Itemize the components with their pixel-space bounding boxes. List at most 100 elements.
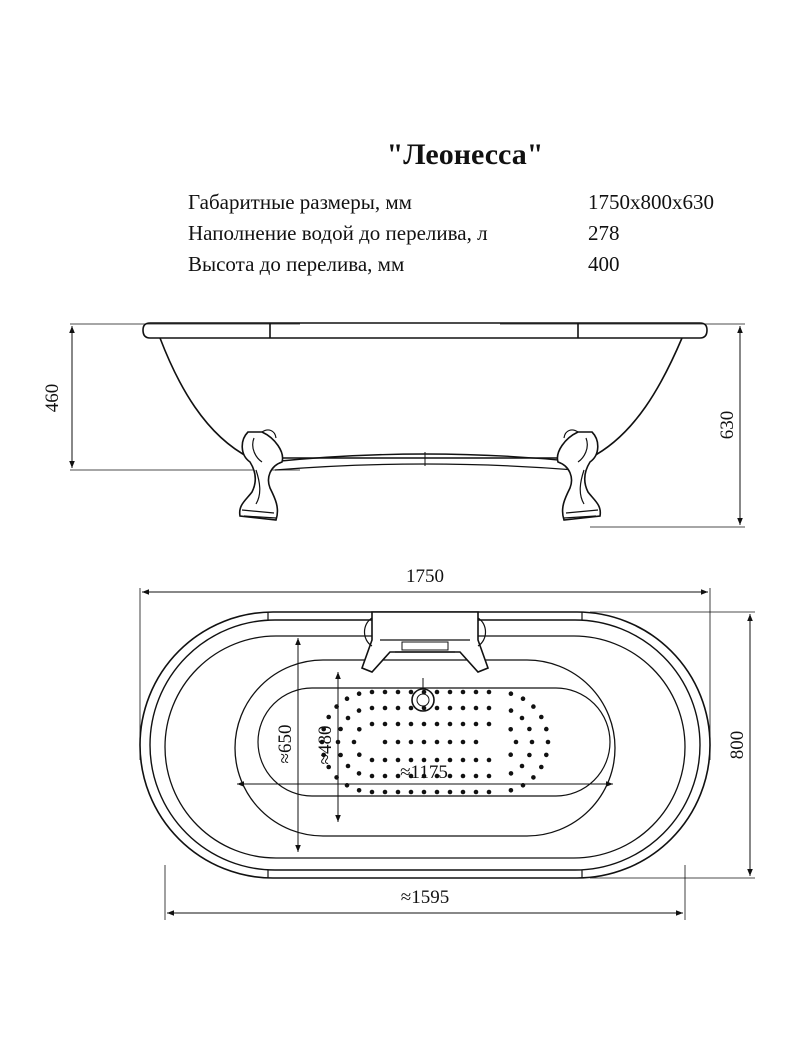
air-jet-dot: [334, 704, 339, 709]
air-jet-dot: [356, 708, 362, 713]
air-jet-dot: [408, 789, 414, 795]
air-jet-dot: [434, 689, 440, 695]
air-jet-dot: [321, 752, 327, 758]
air-jet-dot: [338, 726, 343, 732]
air-jet-dot: [508, 691, 514, 696]
air-jet-dot: [545, 739, 551, 745]
air-jet-dot: [460, 705, 466, 711]
air-jet-dot: [473, 773, 479, 779]
air-jet-dot: [544, 752, 549, 758]
air-jet-dot: [382, 757, 388, 763]
air-jet-dot: [486, 721, 492, 727]
air-jet-dot: [421, 739, 427, 745]
air-jet-dot: [447, 689, 453, 695]
air-jet-dot: [434, 789, 440, 795]
left-claw-foot: [238, 429, 284, 521]
air-jet-dot: [460, 757, 466, 763]
air-jet-dot: [357, 727, 362, 732]
air-jet-dot: [434, 705, 440, 711]
spec-label: Габаритные размеры, мм: [188, 190, 412, 214]
air-jet-dot: [345, 763, 351, 769]
air-jet-dot: [408, 721, 414, 727]
air-jet-dot: [421, 705, 427, 711]
tub-body: [159, 337, 683, 459]
side-view: [69, 322, 745, 528]
air-jet-dot: [460, 689, 466, 695]
air-jet-dot: [508, 727, 513, 732]
bowl-floor: [234, 659, 616, 837]
air-jet-dot: [529, 739, 535, 745]
air-jet-dot: [447, 739, 453, 745]
air-jet-dot: [395, 721, 401, 727]
air-jet-dot: [460, 773, 466, 779]
air-jet-dot: [447, 757, 453, 763]
air-jet-dot: [356, 771, 362, 776]
air-jet-dot: [460, 789, 466, 795]
air-jet-dot: [486, 773, 492, 779]
air-jet-dot: [508, 708, 514, 713]
air-jet-dot: [508, 752, 513, 757]
dimension-label-1750: 1750: [406, 566, 444, 587]
air-jet-dot: [513, 739, 519, 745]
air-jet-dot: [527, 726, 532, 732]
air-jet-dot: [344, 696, 350, 701]
air-jet-dot: [395, 739, 401, 745]
air-jet-dot: [539, 714, 544, 720]
spec-value: 1750x800x630: [588, 190, 714, 214]
spec-value: 278: [588, 221, 620, 245]
spec-row-overflow-height: Высота до перелива, мм 400: [188, 252, 748, 283]
air-jet-dot: [508, 788, 514, 793]
air-jet-dot: [395, 757, 401, 763]
air-jet-dot: [473, 757, 479, 763]
air-jet-dot: [395, 705, 401, 711]
air-jet-dot: [519, 715, 525, 721]
air-jet-dot: [473, 789, 479, 795]
air-jet-dot: [460, 721, 466, 727]
air-jet-dot: [473, 689, 479, 695]
air-jet-dot: [486, 689, 492, 695]
air-jet-dot: [344, 783, 350, 788]
air-jet-dot: [520, 696, 526, 701]
tub-rim: [142, 322, 708, 339]
air-jet-dot: [321, 726, 327, 732]
air-jet-dot: [369, 705, 375, 711]
dimension-label-650: ≈650: [275, 725, 296, 764]
right-claw-foot: [556, 429, 602, 521]
dimension-label-1595: ≈1595: [401, 887, 449, 908]
air-jet-dot: [539, 764, 544, 770]
dimension-label-460: 460: [42, 384, 63, 413]
air-jet-dot: [369, 721, 375, 727]
air-jet-dot: [421, 757, 427, 763]
air-jet-dot: [447, 789, 453, 795]
air-jet-dot: [519, 763, 525, 769]
air-jet-dot: [357, 752, 362, 757]
air-jet-dot: [382, 689, 388, 695]
air-jet-dot: [326, 714, 332, 720]
spec-label: Высота до перелива, мм: [188, 252, 405, 276]
air-jet-dot: [434, 721, 440, 727]
air-jet-dot: [369, 789, 375, 795]
air-jet-dot: [408, 757, 414, 763]
air-jet-dot: [382, 705, 388, 711]
air-jet-dot: [345, 715, 351, 721]
air-jet-dot: [408, 689, 414, 695]
air-jet-dot: [408, 739, 414, 745]
top-view: [139, 588, 755, 920]
faucet-mount: [360, 611, 490, 673]
air-jet-dot: [408, 773, 414, 779]
spec-row-dimensions: Габаритные размеры, мм 1750x800x630: [188, 190, 748, 221]
air-jet-dot: [531, 775, 536, 780]
air-jet-dot: [527, 752, 532, 758]
dimension-label-630: 630: [717, 411, 738, 440]
dimension-label-480: ≈480: [315, 726, 336, 765]
air-jet-dot: [382, 773, 388, 779]
air-jet-dot: [326, 764, 332, 770]
air-jet-dot: [395, 773, 401, 779]
air-jet-dot: [434, 757, 440, 763]
air-jet-dot: [395, 789, 401, 795]
air-jet-dot: [356, 788, 362, 793]
air-jets: [319, 689, 551, 795]
bowl-base: [257, 687, 611, 797]
air-jet-dot: [382, 789, 388, 795]
